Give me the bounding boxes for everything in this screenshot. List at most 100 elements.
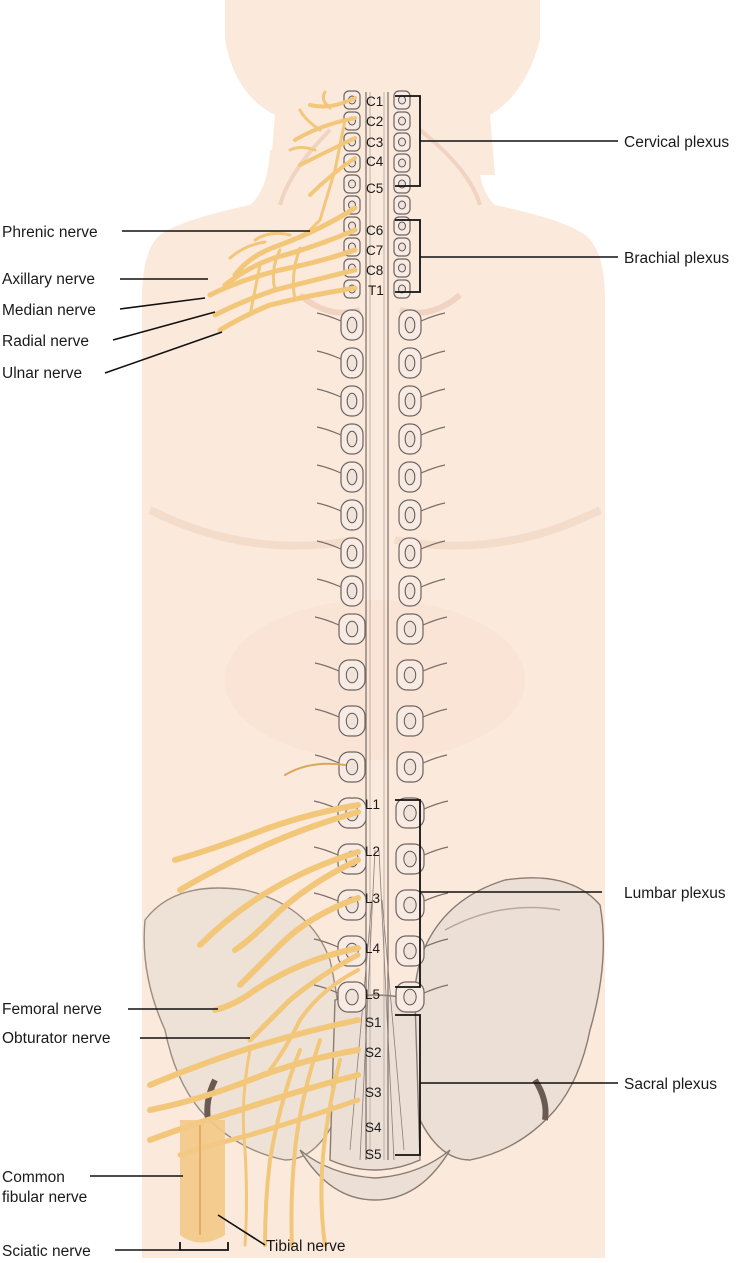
segment-T1: T1 — [368, 283, 384, 298]
vertebra-foramen — [398, 137, 406, 147]
vertebra-foramen — [345, 988, 359, 1006]
intercostal-root — [420, 464, 446, 474]
intercostal-root — [423, 800, 449, 810]
vertebra-foramen — [403, 896, 417, 914]
brachial-bracket — [395, 219, 421, 293]
intercostal-root — [314, 616, 340, 626]
lumbar-bracket — [395, 799, 421, 988]
vertebra-foramen — [404, 506, 416, 524]
label-common-fibular-nerve-line2: fibular nerve — [2, 1189, 87, 1206]
vertebra-foramen — [346, 582, 358, 600]
vertebra-foramen — [403, 712, 417, 730]
vertebra-foramen — [398, 200, 406, 210]
intercostal-root — [313, 938, 339, 948]
segment-S1: S1 — [365, 1015, 382, 1030]
intercostal-root — [313, 892, 339, 902]
vertebra-foramen — [345, 666, 359, 684]
intercostal-root — [316, 502, 342, 512]
label-phrenic-nerve: Phrenic nerve — [2, 224, 98, 241]
intercostal-root — [420, 578, 446, 588]
segment-S3: S3 — [365, 1085, 382, 1100]
intercostal-root — [316, 388, 342, 398]
label-brachial-plexus: Brachial plexus — [624, 250, 729, 267]
intercostal-root — [422, 616, 448, 626]
vertebra-foramen — [403, 804, 417, 822]
intercostal-root — [316, 312, 342, 322]
vertebra-foramen — [404, 354, 416, 372]
vertebra-foramen — [346, 506, 358, 524]
segment-C8: C8 — [366, 263, 383, 278]
intercostal-root — [314, 754, 340, 764]
segment-L1: L1 — [365, 797, 380, 812]
intercostal-root — [422, 662, 448, 672]
sciatic-bracket — [179, 1242, 229, 1251]
vertebra-foramen — [346, 468, 358, 486]
vertebra-foramen — [398, 284, 406, 294]
vertebra-foramen — [403, 988, 417, 1006]
intercostal-root — [422, 754, 448, 764]
intercostal-root — [422, 708, 448, 718]
vertebra-foramen — [398, 263, 406, 273]
vertebra-foramen — [346, 430, 358, 448]
vertebra-foramen — [403, 758, 417, 776]
segment-L3: L3 — [365, 891, 380, 906]
vertebra-foramen — [404, 392, 416, 410]
spinal-cord — [349, 92, 405, 1161]
intercostal-root — [316, 350, 342, 360]
intercostal-root — [423, 938, 449, 948]
segment-C1: C1 — [366, 94, 383, 109]
label-obturator-nerve: Obturator nerve — [2, 1030, 111, 1047]
vertebra-foramen — [404, 544, 416, 562]
intercostal-root — [420, 388, 446, 398]
vertebra-foramen — [398, 242, 406, 252]
label-median-nerve: Median nerve — [2, 302, 96, 319]
segment-C5: C5 — [366, 181, 383, 196]
vertebra-foramen — [345, 712, 359, 730]
label-tibial-nerve: Tibial nerve — [266, 1238, 346, 1255]
segment-labels: C1 C2 C3 C4 C5 C6 C7 C8 T1 L1 L2 L3 L4 L… — [365, 94, 384, 1162]
intercostal-root — [420, 350, 446, 360]
segment-C6: C6 — [366, 223, 383, 238]
label-cervical-plexus: Cervical plexus — [624, 134, 729, 151]
plexus-brackets — [179, 95, 421, 1251]
intercostal-root — [314, 662, 340, 672]
vertebra-foramen — [398, 158, 406, 168]
vertebra-foramen — [398, 221, 406, 231]
vertebra-foramen — [404, 430, 416, 448]
segment-S5: S5 — [365, 1147, 382, 1162]
pelvis — [143, 877, 605, 1201]
intercostal-root — [420, 540, 446, 550]
vertebra-foramen — [403, 850, 417, 868]
intercostal-root — [313, 846, 339, 856]
vertebra-foramen — [346, 316, 358, 334]
vertebra-foramen — [398, 116, 406, 126]
vertebra-foramen — [403, 620, 417, 638]
segment-C7: C7 — [366, 243, 383, 258]
vertebra-foramen — [398, 95, 406, 105]
vertebra-foramen — [404, 582, 416, 600]
segment-C3: C3 — [366, 135, 383, 150]
vertebra-foramen — [345, 758, 359, 776]
intercostal-root — [420, 312, 446, 322]
segment-C4: C4 — [366, 154, 384, 169]
intercostal-root — [420, 502, 446, 512]
label-lumbar-plexus: Lumbar plexus — [624, 885, 726, 902]
segment-S4: S4 — [365, 1120, 382, 1135]
intercostal-root — [314, 708, 340, 718]
vertebra-foramen — [346, 544, 358, 562]
vertebra-foramen — [403, 666, 417, 684]
intercostal-root — [316, 426, 342, 436]
cervical-brachial-nerves — [207, 90, 358, 333]
segment-L2: L2 — [365, 844, 380, 859]
label-femoral-nerve: Femoral nerve — [2, 1001, 102, 1018]
sacral-nerves — [147, 1017, 361, 1247]
vertebra-foramen — [346, 354, 358, 372]
label-sacral-plexus: Sacral plexus — [624, 1076, 717, 1093]
label-sciatic-nerve: Sciatic nerve — [2, 1243, 91, 1260]
label-common-fibular-nerve-line1: Common — [2, 1169, 65, 1186]
leader-lines — [90, 140, 618, 1251]
lumbar-nerves — [172, 762, 361, 1072]
intercostal-root — [423, 892, 449, 902]
intercostal-root — [316, 540, 342, 550]
nerve-labels: Cervical plexus Brachial plexus Lumbar p… — [2, 134, 729, 1260]
